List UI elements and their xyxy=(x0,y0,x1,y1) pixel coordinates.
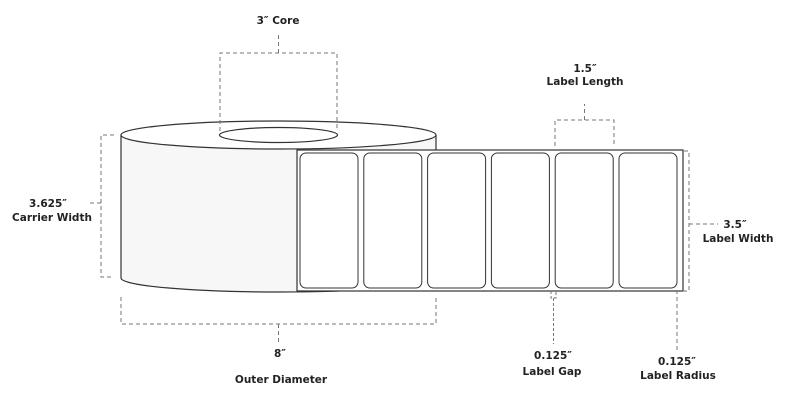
outer-diameter-dimension-line xyxy=(120,297,437,342)
label xyxy=(427,152,487,289)
label-radius-name: Label Radius xyxy=(640,370,716,382)
core-dimension-line xyxy=(219,33,338,131)
label-gap-value: 0.125″ xyxy=(534,350,572,362)
label xyxy=(490,152,550,289)
label xyxy=(363,152,423,289)
label-length-value: 1.5″ xyxy=(573,63,597,75)
label xyxy=(618,152,678,289)
label-width-name: Label Width xyxy=(703,233,774,245)
label-strip xyxy=(296,149,684,292)
label-width-dimension-line xyxy=(684,150,718,292)
carrier-width-name: Carrier Width xyxy=(12,212,92,224)
roll-core xyxy=(218,126,339,144)
label-length-name: Label Length xyxy=(547,76,624,88)
core-label: 3″ Core xyxy=(257,15,300,27)
label-length-dimension-line xyxy=(554,104,615,146)
label-width-value: 3.5″ xyxy=(723,219,747,231)
outer-diameter-value: 8″ xyxy=(274,348,286,360)
outer-diameter-name: Outer Diameter xyxy=(235,374,328,386)
carrier-width-dimension-line xyxy=(88,134,114,278)
label xyxy=(299,152,359,289)
label xyxy=(554,152,614,289)
label-radius-value: 0.125″ xyxy=(658,356,696,368)
label-gap-dimension-line xyxy=(550,291,557,344)
label-gap-name: Label Gap xyxy=(523,366,582,378)
carrier-width-value: 3.625″ xyxy=(29,198,67,210)
